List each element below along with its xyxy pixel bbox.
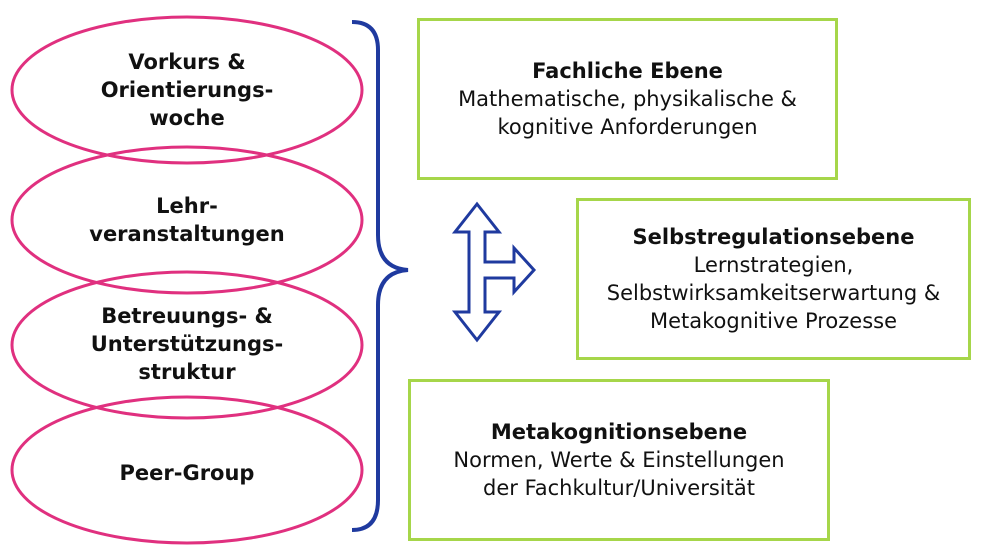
box-line: Normen, Werte & Einstellungen (453, 448, 785, 472)
box-line: der Fachkultur/Universität (483, 476, 755, 500)
ellipse-lehrveranstaltungen (10, 145, 364, 295)
box-title: Selbstregulationsebene (632, 225, 915, 249)
box-metakognitionsebene: Metakognitionsebene Normen, Werte & Eins… (408, 379, 830, 541)
ellipse-label-line: woche (149, 106, 225, 130)
ellipse-label-vorkurs: Vorkurs & Orientierungs- woche (37, 48, 337, 132)
ellipse-label-line: Unterstützungs- (90, 332, 284, 356)
box-line: Selbstwirksamkeitserwartung & (606, 281, 941, 305)
box-title: Fachliche Ebene (532, 59, 723, 83)
ellipse-label-peer-group: Peer-Group (37, 459, 337, 487)
ellipse-peer-group (10, 395, 364, 545)
ellipse-label-lehrveranstaltungen: Lehr- veranstaltungen (37, 192, 337, 248)
ellipse-label-line: struktur (138, 360, 236, 384)
box-line: Lernstrategien, (693, 253, 854, 277)
box-line: Metakognitive Prozesse (649, 309, 898, 333)
box-line: Mathematische, physikalische & (458, 87, 797, 111)
ellipse-label-line: Lehr- (156, 194, 218, 218)
ellipse-label-line: Betreuungs- & (101, 304, 273, 328)
ellipse-label-line: veranstaltungen (89, 222, 285, 246)
ellipse-label-line: Vorkurs & (128, 50, 246, 74)
ellipse-vorkurs (10, 15, 364, 165)
box-fachliche-ebene: Fachliche Ebene Mathematische, physikali… (417, 18, 838, 180)
ellipse-label-line: Orientierungs- (100, 78, 274, 102)
box-selbstregulationsebene: Selbstregulationsebene Lernstrategien, S… (576, 198, 971, 360)
box-title: Metakognitionsebene (490, 420, 748, 444)
curly-brace (351, 20, 409, 532)
ellipse-betreuung (10, 270, 364, 420)
ellipse-label-line: Peer-Group (119, 461, 255, 485)
box-line: kognitive Anforderungen (497, 115, 758, 139)
ellipse-label-betreuung: Betreuungs- & Unterstützungs- struktur (37, 302, 337, 386)
branch-arrow (451, 201, 537, 343)
